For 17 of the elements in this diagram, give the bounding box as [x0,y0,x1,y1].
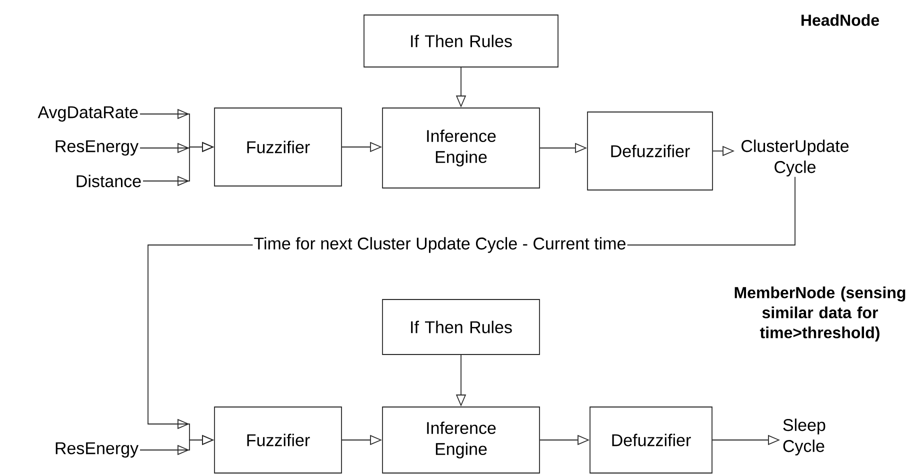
process-box: Fuzzifier [214,108,342,186]
process-box: Inference Engine [382,108,540,188]
process-box: Defuzzifier [587,112,713,190]
output-label: Sleep Cycle [783,418,826,456]
process-box: If Then Rules [382,299,540,355]
process-box: If Then Rules [364,14,558,68]
section-heading: HeadNode [802,14,880,26]
process-box: Defuzzifier [590,406,712,474]
input-label: AvgDataRate [38,106,138,122]
input-label: ResEnergy [56,442,138,458]
output-label: ClusterUpdate Cycle [742,140,849,176]
input-label: ResEnergy [56,140,138,156]
process-box: Fuzzifier [214,406,342,474]
process-box: Inference Engine [382,406,540,474]
edge-label: Time for next Cluster Update Cycle - Current time [252,236,628,254]
input-label: Distance [76,174,141,188]
section-heading: MemberNode (sensing similar data for time>threshold) [734,286,906,342]
